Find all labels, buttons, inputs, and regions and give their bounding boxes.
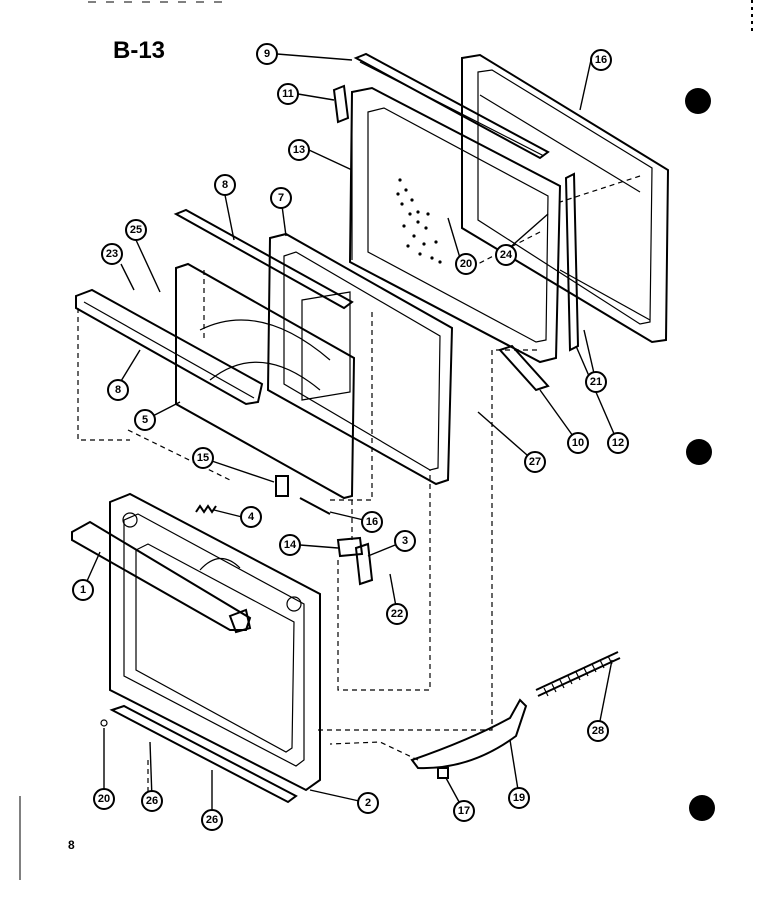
part-14-bracket [336, 536, 364, 558]
callout-28: 28 [587, 720, 609, 742]
callout-16: 16 [361, 511, 383, 533]
svg-text:15: 15 [197, 452, 209, 464]
svg-text:4: 4 [248, 511, 255, 523]
part-13-inner-frame [348, 86, 562, 364]
part-15-latch [275, 475, 289, 497]
callout-12: 12 [607, 432, 629, 454]
part-2-door-assembly [109, 492, 321, 792]
part-8-lower-bar [75, 288, 264, 406]
svg-text:16: 16 [366, 516, 378, 528]
callout-20: 20 [93, 788, 115, 810]
part-16-rod [299, 497, 331, 515]
svg-text:28: 28 [592, 725, 604, 737]
part-11-bracket [332, 84, 350, 124]
punch-hole [686, 439, 712, 465]
callout-14: 14 [279, 534, 301, 556]
callout-3: 3 [394, 530, 416, 552]
svg-text:5: 5 [142, 414, 148, 426]
callout-15: 15 [192, 447, 214, 469]
page-number: 8 [68, 838, 75, 852]
svg-text:12: 12 [612, 437, 624, 449]
callout-4: 4 [240, 506, 262, 528]
svg-text:20: 20 [98, 793, 110, 805]
callout-8: 8 [214, 174, 236, 196]
punch-hole [685, 88, 711, 114]
callout-13: 13 [288, 139, 310, 161]
svg-text:23: 23 [106, 248, 118, 260]
part-17-pin [437, 767, 449, 779]
svg-text:24: 24 [500, 249, 513, 261]
svg-text:16: 16 [595, 54, 607, 66]
svg-text:13: 13 [293, 144, 305, 156]
callout-10: 10 [567, 432, 589, 454]
part-12-side-strip [564, 172, 580, 352]
callout-21: 21 [585, 371, 607, 393]
callout-2: 2 [357, 792, 379, 814]
part-4-spring [195, 504, 217, 514]
callout-25: 25 [125, 219, 147, 241]
part-20-screw [100, 719, 108, 727]
svg-text:26: 26 [146, 795, 158, 807]
svg-text:9: 9 [264, 48, 270, 60]
callout-9: 9 [256, 43, 278, 65]
svg-text:1: 1 [80, 584, 86, 596]
callout-27: 27 [524, 451, 546, 473]
callout-8: 8 [107, 379, 129, 401]
callout-24: 24 [495, 244, 517, 266]
svg-text:21: 21 [590, 376, 602, 388]
svg-text:2: 2 [365, 797, 371, 809]
callout-23: 23 [101, 243, 123, 265]
svg-text:17: 17 [458, 805, 470, 817]
part-26-bottom-strip [109, 704, 298, 804]
callout-16: 16 [590, 49, 612, 71]
diagram-title: B-13 [113, 37, 166, 64]
part-8-upper-strip [173, 208, 354, 310]
callout-26: 26 [201, 809, 223, 831]
part-19-hinge-arm [410, 698, 528, 770]
svg-text:19: 19 [513, 792, 525, 804]
callout-1: 1 [72, 579, 94, 601]
part-9-top-trim [353, 52, 550, 160]
punch-hole [689, 795, 715, 821]
svg-text:11: 11 [282, 88, 294, 100]
svg-text:8: 8 [222, 179, 228, 191]
callout-17: 17 [453, 800, 475, 822]
svg-text:3: 3 [402, 535, 408, 547]
svg-text:26: 26 [206, 814, 218, 826]
assembly-guide-lines [77, 175, 641, 800]
part-28-spring [535, 651, 621, 697]
part-1-handle [71, 520, 252, 634]
svg-text:27: 27 [529, 456, 541, 468]
callout-11: 11 [277, 83, 299, 105]
svg-text:22: 22 [391, 608, 403, 620]
callout-5: 5 [134, 409, 156, 431]
svg-text:10: 10 [572, 437, 584, 449]
part-3-bracket [354, 542, 374, 586]
part-10-lower-strip [498, 344, 550, 392]
callout-7: 7 [270, 187, 292, 209]
svg-text:14: 14 [284, 539, 297, 551]
callout-22: 22 [386, 603, 408, 625]
svg-text:20: 20 [460, 258, 472, 270]
part-16-rear-frame [461, 53, 670, 344]
svg-text:25: 25 [130, 224, 142, 236]
callout-19: 19 [508, 787, 530, 809]
svg-text:7: 7 [278, 192, 284, 204]
perforation-pattern [396, 178, 442, 264]
callout-20: 20 [455, 253, 477, 275]
callout-26: 26 [141, 790, 163, 812]
svg-text:8: 8 [115, 384, 121, 396]
